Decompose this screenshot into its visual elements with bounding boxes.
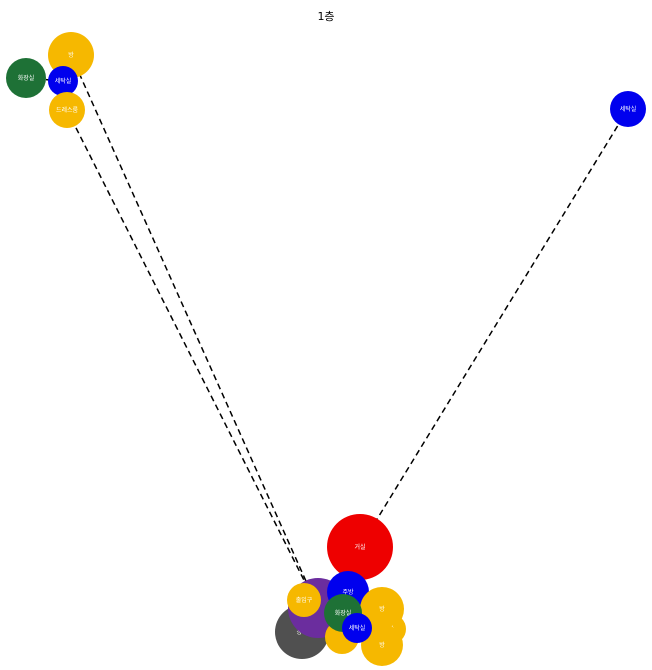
room-node-sedaksil-top: 세탁실 <box>48 66 78 96</box>
room-label: 주방 <box>342 588 354 596</box>
room-label: 출입구 <box>296 596 313 604</box>
room-circle <box>48 66 78 96</box>
room-node-sedaksil-bottom: 세탁실 <box>342 613 372 643</box>
room-node-bang-b3: 방 <box>361 624 403 666</box>
room-label: 드레스룸 <box>56 106 79 114</box>
room-circle <box>610 91 646 127</box>
room-node-dressroom: 드레스룸 <box>49 92 85 128</box>
room-node-hwajangsil-top: 화장실 <box>6 58 46 98</box>
room-node-sedaksil-right: 세탁실 <box>610 91 646 127</box>
room-node-chulipgu: 출입구 <box>287 583 321 617</box>
room-label: 화장실 <box>18 74 35 82</box>
connection-bang-top-to-purple-room <box>70 54 319 609</box>
room-circle <box>6 58 46 98</box>
room-label: 방 <box>379 605 385 613</box>
room-node-geosil: 거실 <box>327 514 393 580</box>
room-circle <box>287 583 321 617</box>
room-label: 방 <box>68 51 74 59</box>
connection-lines <box>25 54 629 609</box>
room-label: 세탁실 <box>620 105 637 113</box>
room-label: 세탁실 <box>55 77 72 85</box>
room-label: 화장실 <box>335 609 352 617</box>
room-label: 세탁실 <box>349 624 366 632</box>
room-label: 거실 <box>354 543 365 551</box>
room-circle <box>327 514 393 580</box>
connection-dressroom-to-purple-room <box>66 109 319 609</box>
room-label: 방 <box>379 641 385 649</box>
room-circle <box>49 92 85 128</box>
connection-sedaksil-right-to-geosil <box>359 108 629 548</box>
room-circle <box>342 613 372 643</box>
room-circle <box>361 624 403 666</box>
diagram-title: 1층 <box>317 10 335 23</box>
room-nodes: 방화장실세탁실드레스룸세탁실창고거실주방방방방화장실세탁실출입구 <box>6 32 646 666</box>
